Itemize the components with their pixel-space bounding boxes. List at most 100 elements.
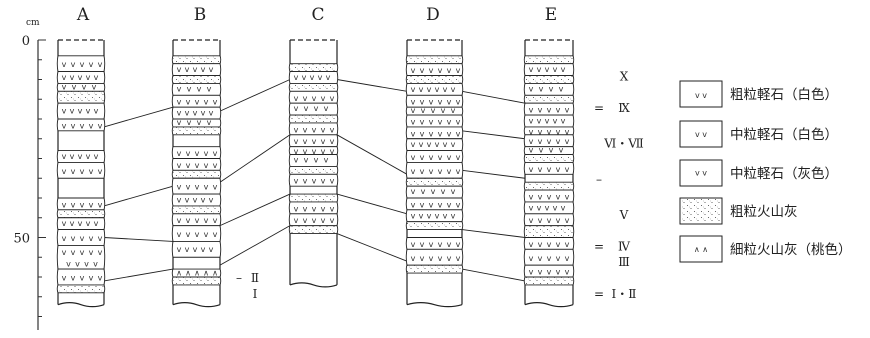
layer-symbol: v <box>177 109 182 118</box>
layer-symbol: v <box>195 98 200 107</box>
layer-symbol: v <box>553 65 558 74</box>
ash-dots <box>173 126 220 135</box>
layer-symbol: v <box>177 183 182 192</box>
layer-symbol: v <box>80 248 85 257</box>
layer-symbol: v <box>62 248 67 257</box>
layer-symbol: v <box>456 240 461 249</box>
layer-symbol: v <box>186 216 191 225</box>
layer-symbol: v <box>71 60 76 69</box>
layer-symbol: v <box>62 200 67 209</box>
layer-symbol: v <box>420 153 425 162</box>
ash-dots <box>525 55 573 64</box>
legend-label: 中粒軽石（灰色） <box>730 165 838 182</box>
layer-coarse-ash <box>288 165 339 175</box>
layer-symbol: v <box>565 137 570 146</box>
layer-symbol: v <box>86 107 91 116</box>
layer-symbol: v <box>529 268 534 277</box>
layer-outline <box>288 173 339 187</box>
correlation-line <box>461 130 526 140</box>
layer-symbol: v <box>294 73 299 82</box>
layer-symbol: v <box>62 219 67 228</box>
layer-symbol: v <box>420 200 425 209</box>
layer-symbol: v <box>98 274 103 283</box>
layer-coarse-ash <box>523 94 575 104</box>
layer-symbol: v <box>193 109 198 118</box>
layer-symbol: v <box>420 167 425 176</box>
legend-symbol: ∧ ∧ <box>694 245 708 254</box>
layer-symbol: v <box>321 125 326 134</box>
layer-symbol: v <box>294 104 299 113</box>
layer-coarse-ash <box>523 75 575 84</box>
layer-symbol: v <box>66 260 71 269</box>
layer-symbol: v <box>529 165 534 174</box>
layer-symbol: v <box>411 153 416 162</box>
layer-symbol: v <box>303 177 308 186</box>
layer-symbol: v <box>62 167 67 176</box>
layer-symbol: v <box>429 200 434 209</box>
unit-mark: = <box>594 239 604 253</box>
layer-symbol: v <box>537 65 542 74</box>
layer-symbol: v <box>321 137 326 146</box>
column-title: E <box>545 5 557 25</box>
layer-symbol: v <box>302 73 307 82</box>
layer-symbol: v <box>177 149 182 158</box>
layer-symbol: v <box>537 117 542 126</box>
axis-ticks <box>38 39 46 317</box>
layer-symbol: v <box>565 106 570 115</box>
ash-dots <box>525 95 573 104</box>
layer-symbol: v <box>538 254 543 263</box>
layer-symbol: v <box>451 140 456 149</box>
layer-symbol: v <box>80 167 85 176</box>
layer-symbol: v <box>429 129 434 138</box>
layer-symbol: v <box>94 73 99 82</box>
layer-symbol: v <box>209 65 214 74</box>
layer-coarse-ash <box>171 276 222 286</box>
layer-symbol: v <box>411 106 416 115</box>
ash-dots <box>525 75 573 84</box>
layer-symbol: v <box>456 66 461 75</box>
layer-symbol: v <box>213 230 218 239</box>
layer-symbol: v <box>314 156 319 165</box>
layer-symbol: v <box>429 117 434 126</box>
column-title: A <box>76 5 90 25</box>
correlation-line <box>219 193 291 227</box>
layer-coarse-ash <box>405 55 464 65</box>
layer-symbol: v <box>72 82 77 91</box>
layer-symbol: v <box>195 230 200 239</box>
layer-symbol: v <box>86 219 91 228</box>
layer-symbol: v <box>547 268 552 277</box>
axis-tick-label-50: 50 <box>13 232 30 247</box>
layer-symbol: v <box>213 98 218 107</box>
layer-symbol: v <box>565 216 570 225</box>
layer-symbol: ∧ <box>203 268 209 277</box>
layer-symbol: v <box>435 140 440 149</box>
layer-symbol: v <box>447 153 452 162</box>
layer-symbol: v <box>209 245 214 254</box>
layer-symbol: v <box>553 203 558 212</box>
unit-label: Ⅴ <box>619 208 629 222</box>
layer-coarse-ash <box>171 205 222 215</box>
layer-symbol: v <box>75 260 80 269</box>
correlation-line <box>219 225 291 266</box>
layer-symbol: v <box>86 73 91 82</box>
layer-symbol: v <box>294 94 299 103</box>
layer-symbol: v <box>204 230 209 239</box>
ash-dots <box>290 194 337 202</box>
